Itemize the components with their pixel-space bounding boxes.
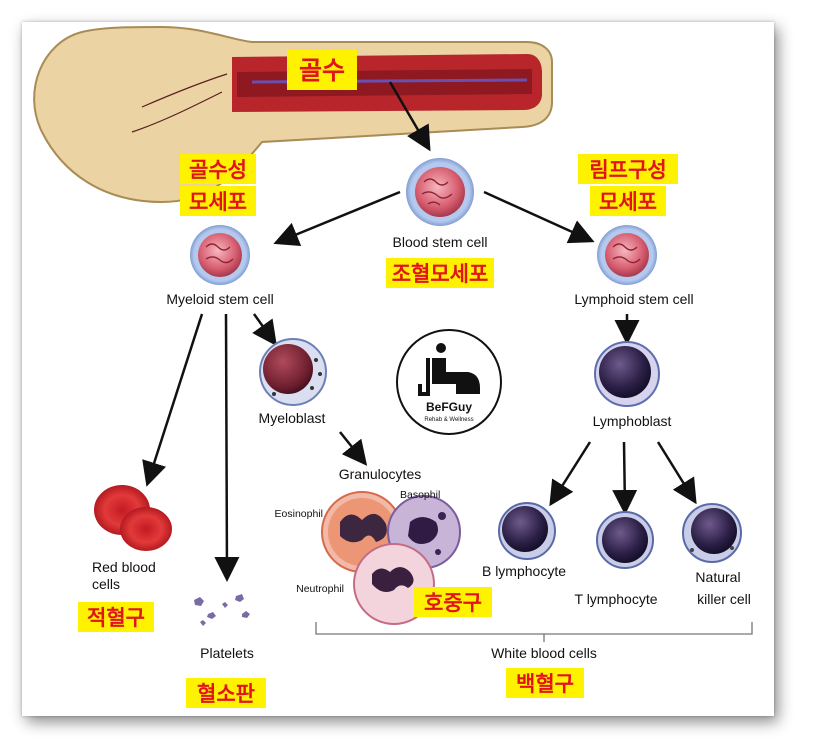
lymphoid-stem-cell xyxy=(597,225,657,285)
platelets-cells xyxy=(194,594,250,626)
nk-cell xyxy=(682,503,742,563)
lymphoid-kr-1: 림프구성 xyxy=(589,158,666,182)
wbc-kr-highlight xyxy=(506,668,584,698)
t-lymphocyte-label: T lymphocyte xyxy=(575,591,658,607)
wbc-kr: 백혈구 xyxy=(516,672,574,696)
arrow-lymphoblast-to-nk xyxy=(656,441,697,505)
logo-name: BeFGuy xyxy=(426,400,472,414)
t-lymphocyte-cell xyxy=(596,511,654,569)
myeloblast-cell xyxy=(259,338,327,406)
b-lymphocyte-label: B lymphocyte xyxy=(482,563,566,579)
arrow-myeloid-to-rbc xyxy=(142,313,204,487)
b-lymphocyte-cell xyxy=(498,502,556,560)
granulocytes-label: Granulocytes xyxy=(339,466,421,482)
myeloid-kr-1: 골수성 xyxy=(189,158,247,182)
arrow-stem-to-lymphoid xyxy=(483,190,595,244)
neutrophil-label: Neutrophil xyxy=(296,583,344,595)
lymphoid-kr-highlight-2 xyxy=(590,186,666,216)
myeloid-kr-highlight-1 xyxy=(180,154,256,184)
arrows xyxy=(142,81,697,582)
nk-label-1: Natural xyxy=(695,569,740,585)
arrow-myeloid-to-platelets xyxy=(214,313,240,582)
blood-stem-cell-kr: 조혈모세포 xyxy=(392,262,489,286)
wbc-bracket xyxy=(315,622,753,642)
lymphoid-stem-cell-label: Lymphoid stem cell xyxy=(574,291,693,307)
blood-stem-cell-label: Blood stem cell xyxy=(393,234,488,250)
rbc-kr-highlight xyxy=(78,602,154,632)
red-blood-cells xyxy=(94,485,172,551)
myeloid-stem-cell xyxy=(190,225,250,285)
hematopoiesis-diagram: 골수 Blood stem cell 조혈모세포 Myeloid stem ce… xyxy=(33,25,753,708)
neutrophil-kr: 호중구 xyxy=(424,591,482,615)
wbc-label: White blood cells xyxy=(491,645,597,661)
myeloid-kr-highlight-2 xyxy=(180,186,256,216)
arrow-myeloid-to-myeloblast xyxy=(252,313,277,347)
nk-label-2: killer cell xyxy=(697,591,751,607)
platelets-kr: 혈소판 xyxy=(197,682,255,706)
logo-tagline: Rehab & Wellness xyxy=(424,417,473,423)
bone-label-highlight xyxy=(287,50,357,90)
arrow-lymphoblast-to-b xyxy=(549,441,592,507)
myeloid-stem-cell-label: Myeloid stem cell xyxy=(166,291,273,307)
lymphoblast-cell xyxy=(594,341,660,407)
arrow-bone-to-stem xyxy=(388,81,431,152)
bone-label: 골수 xyxy=(299,56,345,85)
befguy-logo: BeFGuy Rehab & Wellness xyxy=(396,329,502,435)
blood-stem-cell xyxy=(406,158,474,226)
platelets-label: Platelets xyxy=(200,645,254,661)
neutrophil-kr-highlight xyxy=(414,587,492,617)
rbc-label-2: cells xyxy=(92,576,120,592)
arrow-stem-to-myeloid xyxy=(273,190,401,246)
lymphoid-kr-2: 모세포 xyxy=(599,190,657,214)
rbc-kr: 적혈구 xyxy=(87,606,145,630)
diagram-card: 골수 Blood stem cell 조혈모세포 Myeloid stem ce… xyxy=(22,22,774,716)
lymphoid-kr-highlight-1 xyxy=(578,154,678,184)
myeloblast-label: Myeloblast xyxy=(259,410,326,426)
rbc-label-1: Red blood xyxy=(92,559,156,575)
blood-stem-cell-kr-highlight xyxy=(386,258,494,288)
myeloid-kr-2: 모세포 xyxy=(189,190,247,214)
lymphoblast-label: Lymphoblast xyxy=(593,413,672,429)
arrow-lymphoblast-to-t xyxy=(612,441,638,515)
arrow-myeloblast-to-granulocytes xyxy=(339,431,368,466)
eosinophil-label: Eosinophil xyxy=(275,508,323,520)
basophil-label: Basophil xyxy=(400,489,440,501)
platelets-kr-highlight xyxy=(186,678,266,708)
